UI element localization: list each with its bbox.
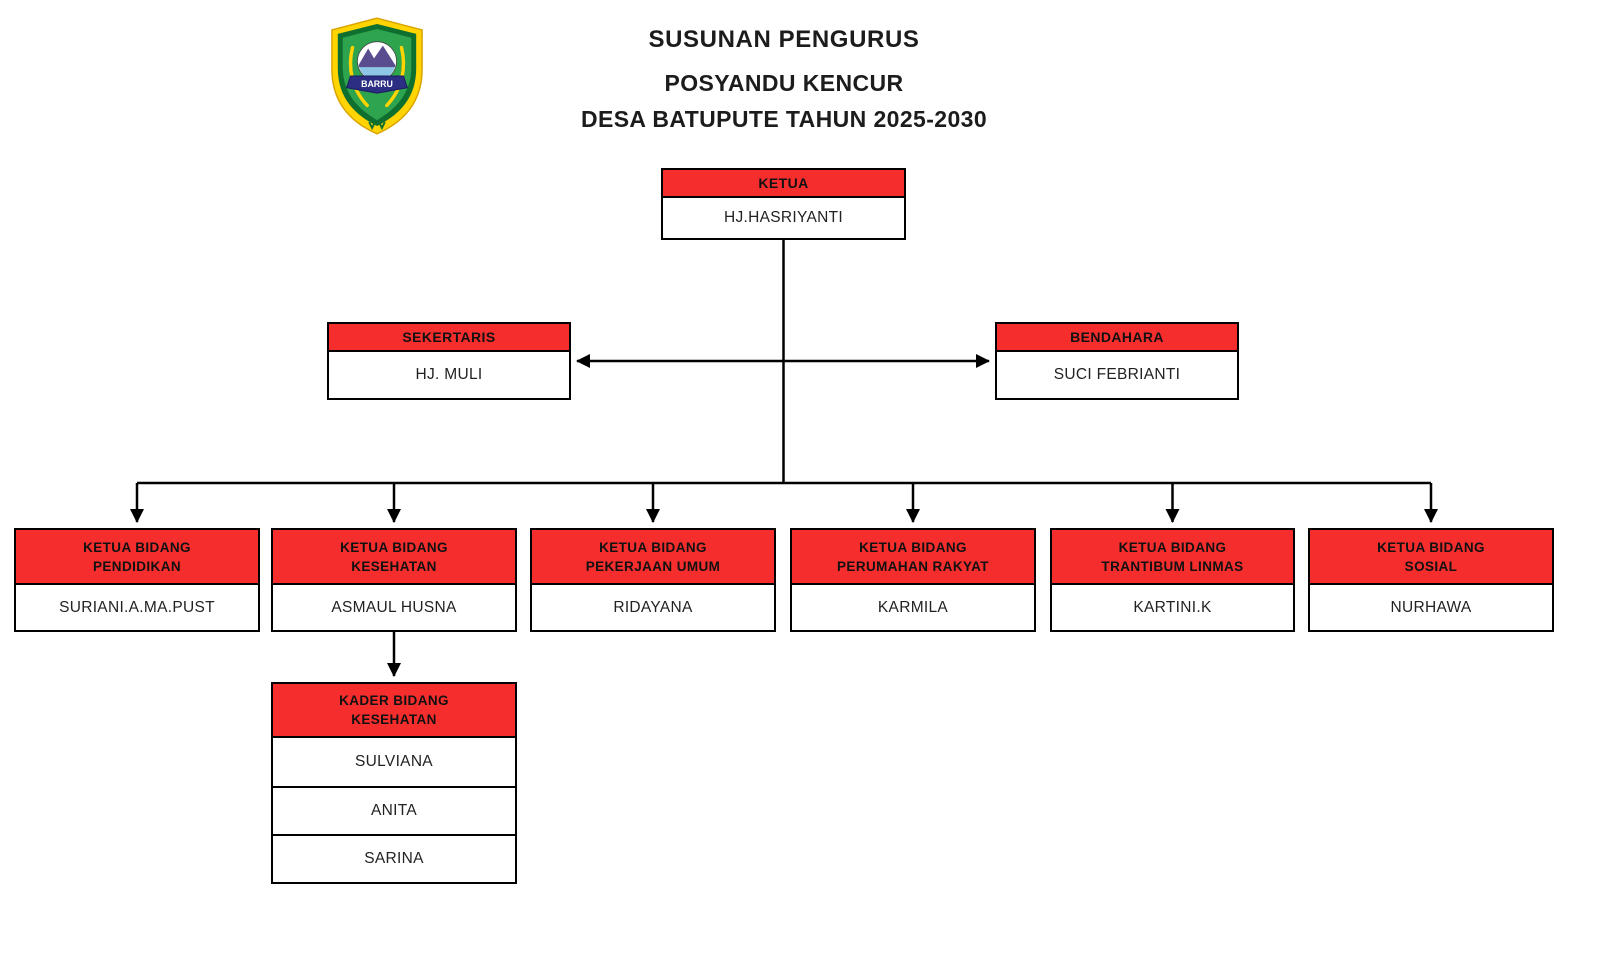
bidang-title: KETUA BIDANG PEKERJAAN UMUM: [532, 530, 774, 585]
ketua-title: KETUA: [663, 170, 904, 198]
bidang-title-line1: KETUA BIDANG: [340, 539, 448, 555]
org-node-bidang-kesehatan: KETUA BIDANG KESEHATAN ASMAUL HUSNA: [271, 528, 517, 632]
bidang-title-line1: KETUA BIDANG: [83, 539, 191, 555]
bidang-title-line2: PEKERJAAN UMUM: [585, 558, 721, 574]
org-node-kader-kesehatan: KADER BIDANG KESEHATAN SULVIANA ANITA SA…: [271, 682, 517, 884]
bidang-title-line2: PERUMAHAN RAKYAT: [837, 558, 989, 574]
kader-title-line1: KADER BIDANG: [339, 693, 449, 708]
bidang-title: KETUA BIDANG KESEHATAN: [273, 530, 515, 585]
bidang-name: KARTINI.K: [1133, 598, 1212, 616]
title-line-3: DESA BATUPUTE TAHUN 2025-2030: [580, 106, 988, 132]
banner-ribbon: [345, 75, 409, 94]
bendahara-title: BENDAHARA: [997, 324, 1237, 352]
root-arrows-icon: [368, 121, 386, 131]
ketua-name: HJ.HASRIYANTI: [723, 209, 843, 226]
kader-member: ANITA: [273, 786, 515, 834]
bidang-title-line1: KETUA BIDANG: [599, 539, 707, 555]
kader-title: KADER BIDANG KESEHATAN: [273, 684, 515, 738]
sekertaris-title: SEKERTARIS: [329, 324, 569, 352]
org-node-bidang-pekerjaan-umum: KETUA BIDANG PEKERJAAN UMUM RIDAYANA: [530, 528, 776, 632]
bidang-title-line1: KETUA BIDANG: [1377, 539, 1485, 555]
bidang-title-line1: KETUA BIDANG: [859, 539, 967, 555]
org-node-ketua: KETUA HJ.HASRIYANTI: [661, 168, 906, 240]
org-node-sekertaris: SEKERTARIS HJ. MULI: [327, 322, 571, 400]
bendahara-name: SUCI FEBRIANTI: [1053, 366, 1181, 383]
bidang-title-line2: TRANTIBUM LINMAS: [1101, 558, 1244, 574]
bidang-title-line2: SOSIAL: [1404, 558, 1458, 574]
bidang-title: KETUA BIDANG PERUMAHAN RAKYAT: [792, 530, 1034, 585]
bidang-title-line1: KETUA BIDANG: [1118, 539, 1227, 555]
org-node-bidang-perumahan-rakyat: KETUA BIDANG PERUMAHAN RAKYAT KARMILA: [790, 528, 1036, 632]
mountain-icon: [358, 45, 396, 68]
org-node-bidang-trantibum-linmas: KETUA BIDANG TRANTIBUM LINMAS KARTINI.K: [1050, 528, 1295, 632]
bidang-name: KARMILA: [877, 598, 949, 616]
org-node-bendahara: BENDAHARA SUCI FEBRIANTI: [995, 322, 1239, 400]
bidang-name: ASMAUL HUSNA: [331, 598, 457, 616]
bidang-name: NURHAWA: [1390, 598, 1472, 616]
bidang-name: RIDAYANA: [613, 598, 693, 616]
banner-label: BARRU: [361, 79, 393, 89]
bidang-title-line2: PENDIDIKAN: [92, 558, 181, 574]
page-title: SUSUNAN PENGURUS POSYANDU KENCUR DESA BA…: [434, 26, 1134, 133]
bidang-title: KETUA BIDANG PENDIDIKAN: [16, 530, 258, 585]
org-node-bidang-pendidikan: KETUA BIDANG PENDIDIKAN SURIANI.A.MA.PUS…: [14, 528, 260, 632]
kader-member: SARINA: [273, 834, 515, 882]
kader-member: SULVIANA: [355, 753, 433, 770]
title-line-2: POSYANDU KENCUR: [664, 70, 904, 96]
org-node-bidang-sosial: KETUA BIDANG SOSIAL NURHAWA: [1308, 528, 1554, 632]
bidang-name: SURIANI.A.MA.PUST: [59, 598, 215, 616]
bidang-title-line2: KESEHATAN: [351, 558, 437, 574]
title-line-1: SUSUNAN PENGURUS: [648, 26, 920, 53]
kader-title-line2: KESEHATAN: [351, 712, 437, 727]
barru-crest-logo: BARRU: [331, 17, 423, 135]
sekertaris-name: HJ. MULI: [415, 366, 483, 383]
bidang-title: KETUA BIDANG TRANTIBUM LINMAS: [1052, 530, 1293, 585]
bidang-title: KETUA BIDANG SOSIAL: [1310, 530, 1552, 585]
